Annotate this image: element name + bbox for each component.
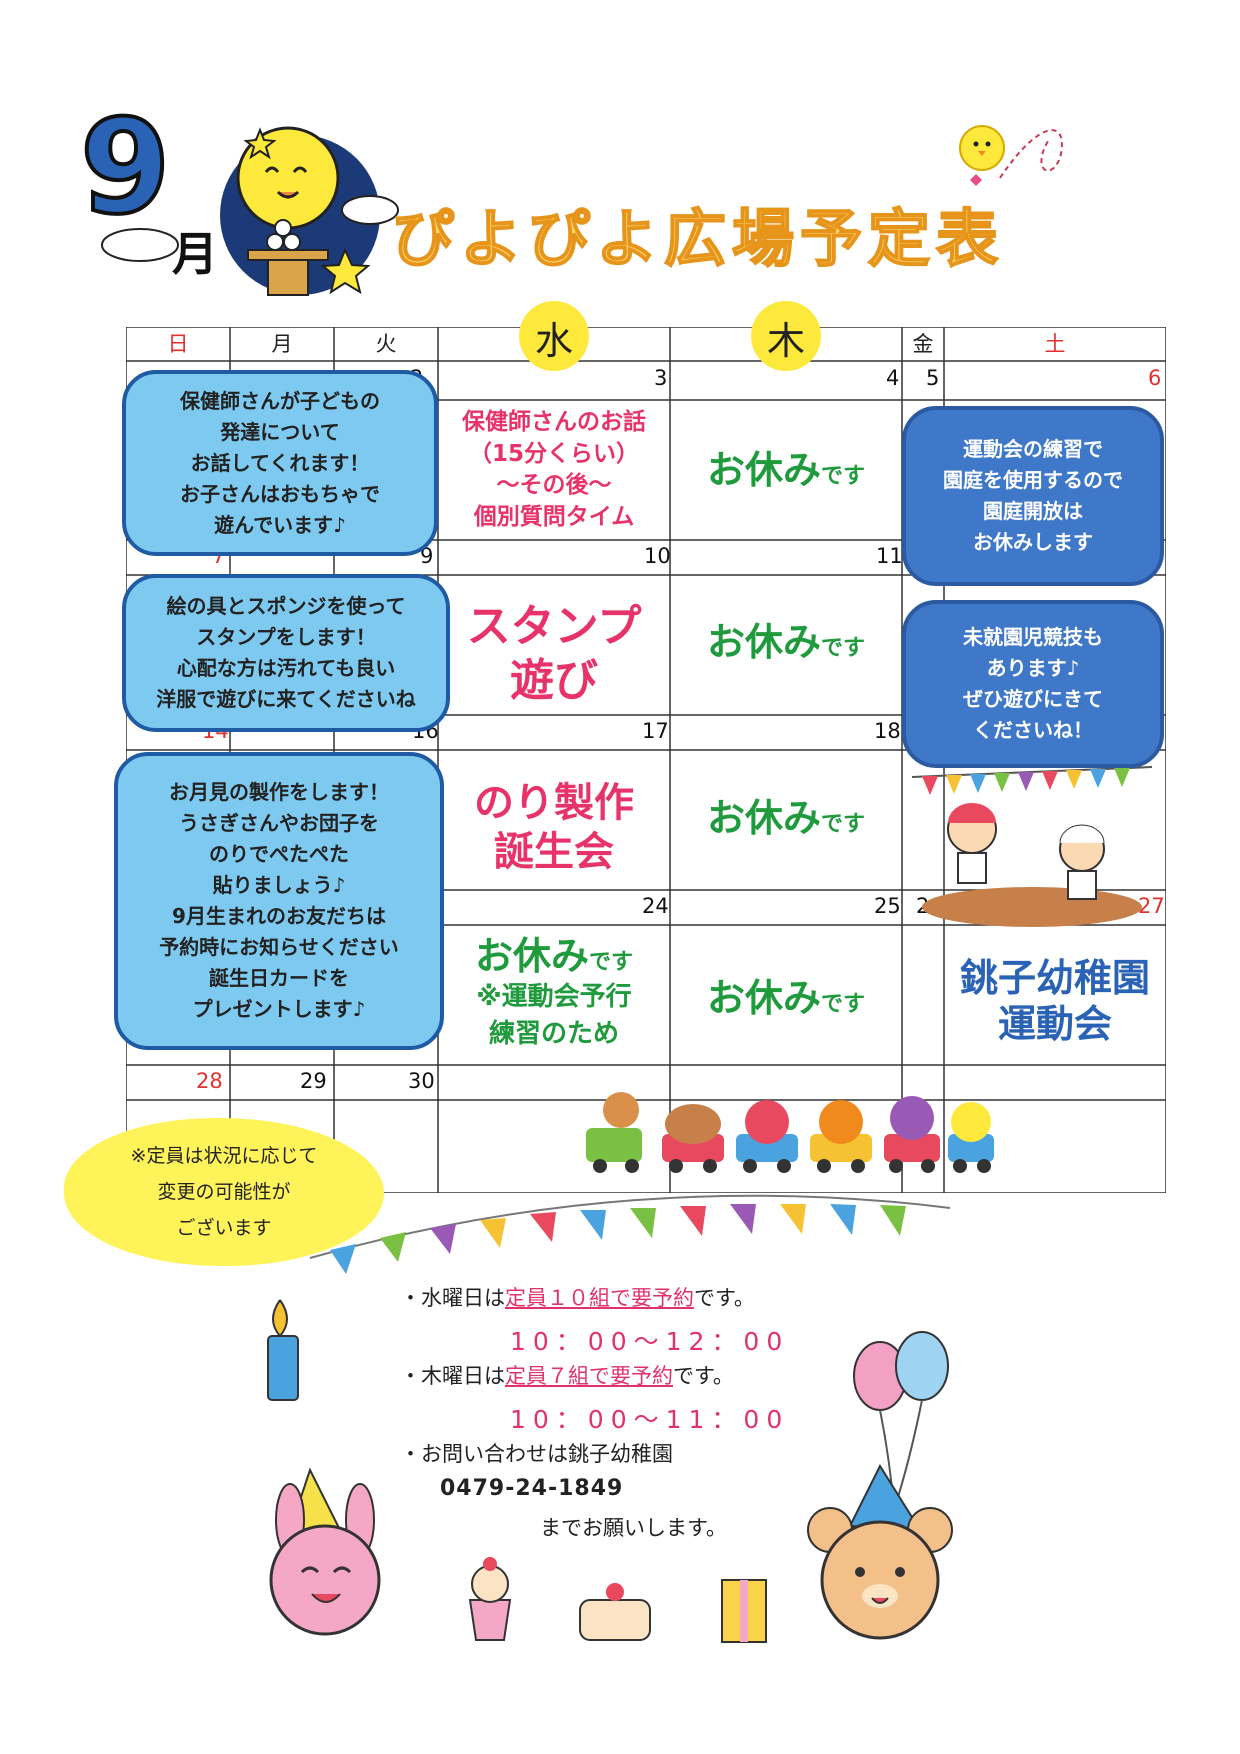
speech-bubble-craft: お月見の製作をします！ うさぎさんやお団子を のりでぺたぺた 貼りましょう♪ 9… (114, 752, 444, 1050)
thursday-info: ・木曜日は定員７組で要予約です。 (400, 1364, 734, 1388)
wed-highlight (519, 301, 589, 371)
cake-and-gift-icons (468, 1557, 767, 1643)
day-9: 9 (420, 544, 434, 568)
day-17: 17 (642, 719, 669, 743)
fruit-train-illustration (586, 1092, 994, 1173)
event-closed-11: お休みです (706, 620, 866, 664)
day-10: 10 (644, 544, 671, 568)
day-5: 5 (926, 366, 940, 390)
day-18: 18 (874, 719, 901, 743)
capacity-note: ※定員は状況に応じて 変更の可能性が ございます (64, 1118, 384, 1266)
weekday-tue: 火 (375, 332, 397, 356)
day-30: 30 (408, 1069, 435, 1093)
speech-bubble-schoolyard: 運動会の練習で 園庭を使用するので 園庭開放は お休みします (902, 406, 1164, 586)
weekday-mon: 月 (271, 332, 293, 356)
event-glue-craft: のり製作 誕生会 (474, 780, 634, 875)
day-6: 6 (1148, 366, 1162, 390)
weekday-fri: 金 (912, 332, 934, 356)
event-sports-day: 銚子幼稚園 運動会 (959, 956, 1150, 1047)
event-closed-4: お休みです (706, 448, 866, 492)
header (70, 100, 400, 300)
event-closed-25: お休みです (706, 976, 866, 1020)
weekday-wed: 水 (534, 319, 573, 363)
closing-text: までお願いします。 (540, 1516, 727, 1540)
chick-icon (950, 108, 1070, 202)
month-suffix: 月 (172, 227, 218, 281)
thursday-time: 10：00～11：00 (510, 1405, 790, 1434)
weekday-thu: 木 (766, 319, 805, 363)
phone-number: 0479-24-1849 (440, 1476, 624, 1501)
speech-bubble-stamp: 絵の具とスポンジを使って スタンプをします！ 心配な方は汚れても良い 洋服で遊び… (122, 574, 450, 732)
weekday-sun: 日 (167, 332, 189, 356)
calendar: 日 月 火 水 木 金 土 2 3 4 5 6 7 9 10 11 14 16 … (126, 301, 1166, 1193)
balloons-icon (853, 1331, 949, 1511)
day-28: 28 (196, 1069, 223, 1093)
day-29: 29 (300, 1069, 327, 1093)
bear-icon (807, 1463, 953, 1640)
thu-highlight (751, 301, 821, 371)
page-title: ぴよぴよ広場予定表 (391, 201, 1005, 276)
speech-bubble-health: 保健師さんが子どもの 発達について お話してくれます！ お子さんはおもちゃで 遊… (122, 370, 438, 556)
contact-info: ・お問い合わせは銚子幼稚園 (400, 1442, 673, 1466)
moon-illustration (101, 126, 399, 296)
day-4: 4 (886, 366, 900, 390)
day-11: 11 (876, 544, 903, 568)
bunting-decoration (309, 1194, 951, 1274)
event-closed-18: お休みです (706, 796, 866, 840)
event-closed-24: お休みです ※運動会予行 練習のため (474, 934, 634, 1049)
event-stamp-play: スタンプ 遊び (466, 601, 642, 706)
sports-day-illustration (911, 766, 1153, 927)
bunny-icon (269, 1467, 381, 1636)
day-3: 3 (654, 366, 668, 390)
speech-bubble-preschool-event: 未就園児競技も あります♪ ぜひ遊びにきて くださいね！ (902, 600, 1164, 768)
wednesday-info: ・水曜日は定員１０組で要予約です。 (400, 1286, 755, 1310)
day-27: 27 (1138, 894, 1165, 918)
weekday-sat: 土 (1044, 332, 1066, 356)
event-health-talk: 保健師さんのお話 （15分くらい） ～その後～ 個別質問タイム (462, 409, 646, 531)
wednesday-time: 10：00～12：00 (510, 1327, 790, 1356)
day-25: 25 (874, 894, 901, 918)
candle-icon (267, 1299, 299, 1401)
month-number: 9 (78, 91, 172, 243)
day-24: 24 (642, 894, 669, 918)
